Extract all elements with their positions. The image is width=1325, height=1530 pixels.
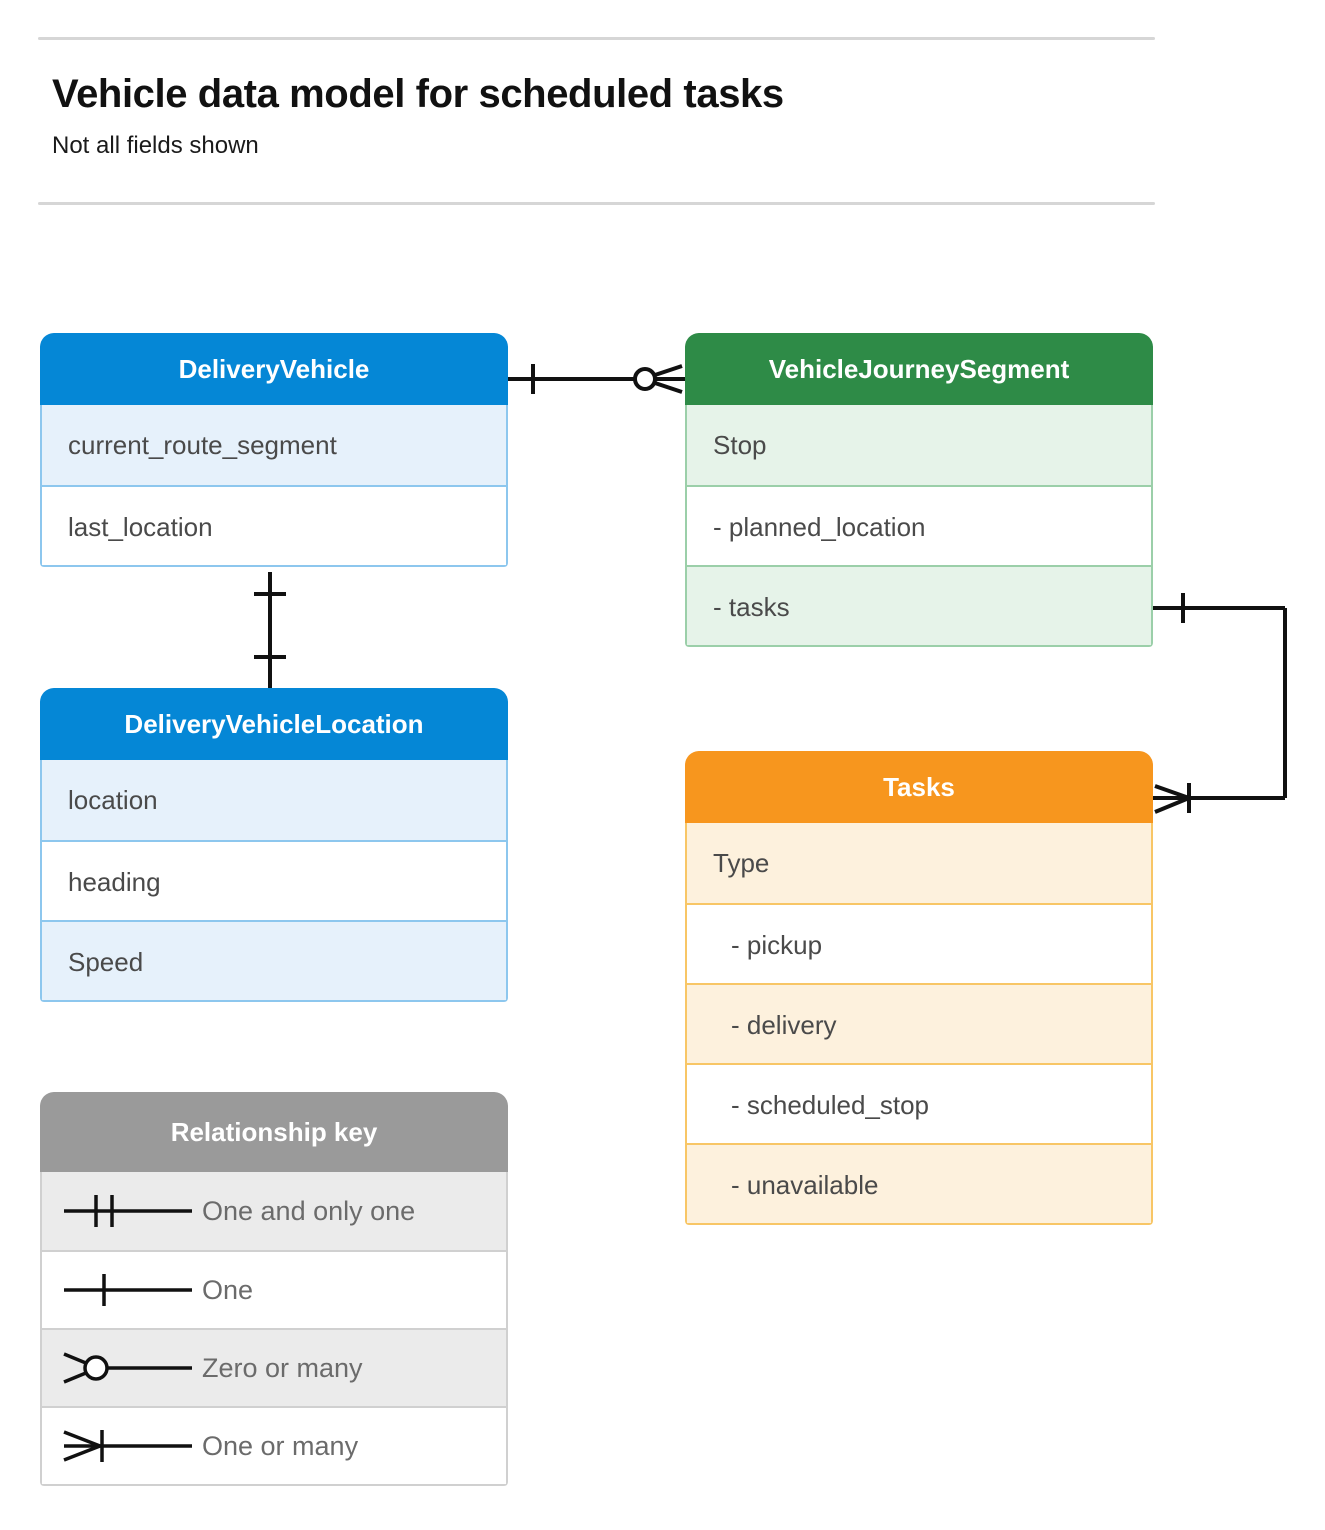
page-header: Vehicle data model for scheduled tasks N… xyxy=(0,0,1325,210)
field-row: last_location xyxy=(42,485,506,565)
relationship-key-legend: Relationship key One and only one xyxy=(40,1092,508,1486)
legend-label: One and only one xyxy=(202,1195,416,1226)
legend-row-one-and-only-one: One and only one xyxy=(42,1172,506,1250)
entity-tasks-fields: Type - pickup - delivery - scheduled_sto… xyxy=(685,823,1153,1225)
header-divider-top xyxy=(38,37,1155,40)
entity-delivery-vehicle-fields: current_route_segment last_location xyxy=(40,405,508,567)
entity-delivery-vehicle-title: DeliveryVehicle xyxy=(40,333,508,405)
entity-delivery-vehicle[interactable]: DeliveryVehicle current_route_segment la… xyxy=(40,333,508,567)
one-or-many-icon xyxy=(42,1407,202,1485)
field-row: current_route_segment xyxy=(42,405,506,485)
field-row: - planned_location xyxy=(687,485,1151,565)
legend-row-one-or-many: One or many xyxy=(42,1406,506,1484)
page-subtitle: Not all fields shown xyxy=(52,132,259,159)
entity-delivery-vehicle-location[interactable]: DeliveryVehicleLocation location heading… xyxy=(40,688,508,1002)
connector-deliveryvehicle-vehiclejourneysegment xyxy=(508,364,685,394)
field-row: Stop xyxy=(687,405,1151,485)
field-row: Speed xyxy=(42,920,506,1000)
entity-tasks[interactable]: Tasks Type - pickup - delivery - schedul… xyxy=(685,751,1153,1225)
legend-row-one: One xyxy=(42,1250,506,1328)
field-row: - tasks xyxy=(687,565,1151,645)
one-and-only-one-icon xyxy=(42,1172,202,1250)
legend-row-zero-or-many: Zero or many xyxy=(42,1328,506,1406)
legend-label: One or many xyxy=(202,1430,359,1461)
entity-vehicle-journey-segment-title: VehicleJourneySegment xyxy=(685,333,1153,405)
field-row: heading xyxy=(42,840,506,920)
entity-tasks-title: Tasks xyxy=(685,751,1153,823)
legend-title: Relationship key xyxy=(40,1092,508,1172)
connector-vehiclejourneysegment-tasks xyxy=(1153,593,1287,814)
entity-delivery-vehicle-location-title: DeliveryVehicleLocation xyxy=(40,688,508,760)
field-row: - unavailable xyxy=(687,1143,1151,1223)
field-row: - scheduled_stop xyxy=(687,1063,1151,1143)
legend-label: One xyxy=(202,1274,254,1305)
field-row: - pickup xyxy=(687,903,1151,983)
entity-vehicle-journey-segment[interactable]: VehicleJourneySegment Stop - planned_loc… xyxy=(685,333,1153,647)
header-divider-bottom xyxy=(38,202,1155,205)
legend-label: Zero or many xyxy=(202,1352,363,1383)
field-row: location xyxy=(42,760,506,840)
zero-or-many-icon xyxy=(42,1329,202,1407)
entity-vehicle-journey-segment-fields: Stop - planned_location - tasks xyxy=(685,405,1153,647)
field-row: Type xyxy=(687,823,1151,903)
one-icon xyxy=(42,1251,202,1329)
legend-rows: One and only one One xyxy=(40,1172,508,1486)
connector-deliveryvehicle-deliveryvehiclelocation xyxy=(254,572,286,688)
entity-delivery-vehicle-location-fields: location heading Speed xyxy=(40,760,508,1002)
field-row: - delivery xyxy=(687,983,1151,1063)
page-title: Vehicle data model for scheduled tasks xyxy=(52,72,784,116)
